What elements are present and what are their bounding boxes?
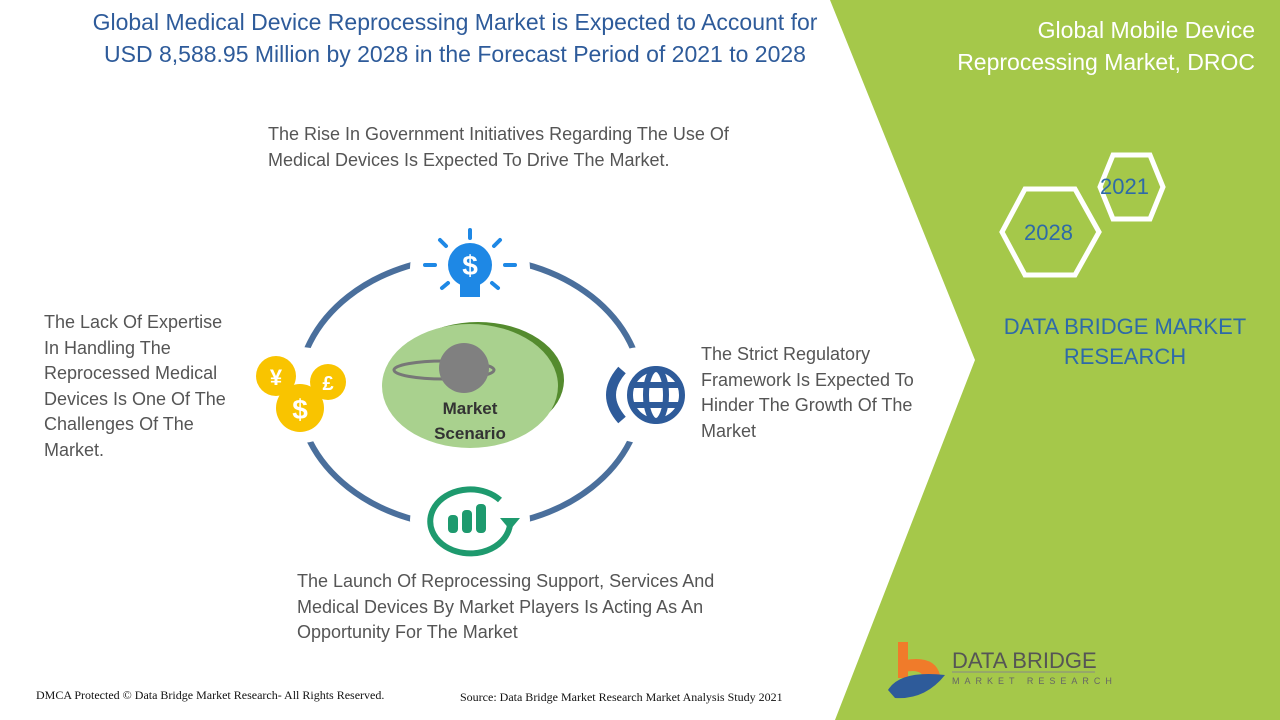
year-2028: 2028 bbox=[1024, 220, 1073, 245]
svg-text:$: $ bbox=[462, 250, 478, 281]
opportunities-text: The Launch Of Reprocessing Support, Serv… bbox=[297, 571, 715, 642]
side-title-line-1: Global Mobile Device bbox=[1037, 17, 1255, 43]
center-line-2: Scenario bbox=[434, 424, 506, 443]
chart-refresh-icon bbox=[427, 486, 520, 557]
year-2021: 2021 bbox=[1100, 174, 1149, 199]
lightbulb-dollar-icon: $ bbox=[423, 228, 517, 297]
currency-coins-icon: ¥ £ $ bbox=[256, 356, 346, 432]
source-text: Source: Data Bridge Market Research Mark… bbox=[460, 690, 783, 704]
company-line-1: DATA BRIDGE MARKET bbox=[1003, 314, 1247, 339]
svg-text:$: $ bbox=[292, 394, 308, 425]
data-bridge-logo bbox=[888, 642, 1095, 699]
logo-sub-text: MARKET RESEARCH bbox=[952, 676, 1117, 686]
market-scenario-circle bbox=[382, 322, 564, 448]
title-line-2: USD 8,588.95 Million by 2028 in the Fore… bbox=[104, 41, 806, 67]
svg-text:£: £ bbox=[322, 373, 333, 395]
page-title: Global Medical Device Reprocessing Marke… bbox=[40, 6, 870, 70]
drivers-text: The Rise In Government Initiatives Regar… bbox=[268, 124, 729, 170]
side-title-line-2: Reprocessing Market, DROC bbox=[957, 49, 1255, 75]
center-line-1: Market bbox=[442, 399, 498, 418]
copyright-text: DMCA Protected © Data Bridge Market Rese… bbox=[36, 688, 385, 702]
hexagon-2021 bbox=[1097, 152, 1166, 222]
company-name: DATA BRIDGE MARKET RESEARCH bbox=[985, 312, 1265, 372]
globe-phone-icon bbox=[606, 366, 685, 424]
restraints-text: The Strict Regulatory Framework Is Expec… bbox=[701, 344, 914, 441]
green-panel bbox=[830, 0, 1280, 720]
challenges-text: The Lack Of Expertise In Handling The Re… bbox=[44, 312, 226, 460]
title-line-1: Global Medical Device Reprocessing Marke… bbox=[92, 9, 818, 35]
logo-main-text: DATA BRIDGE bbox=[952, 648, 1097, 673]
hexagon-2028 bbox=[999, 186, 1102, 278]
company-line-2: RESEARCH bbox=[1063, 344, 1187, 369]
svg-text:¥: ¥ bbox=[270, 365, 283, 390]
